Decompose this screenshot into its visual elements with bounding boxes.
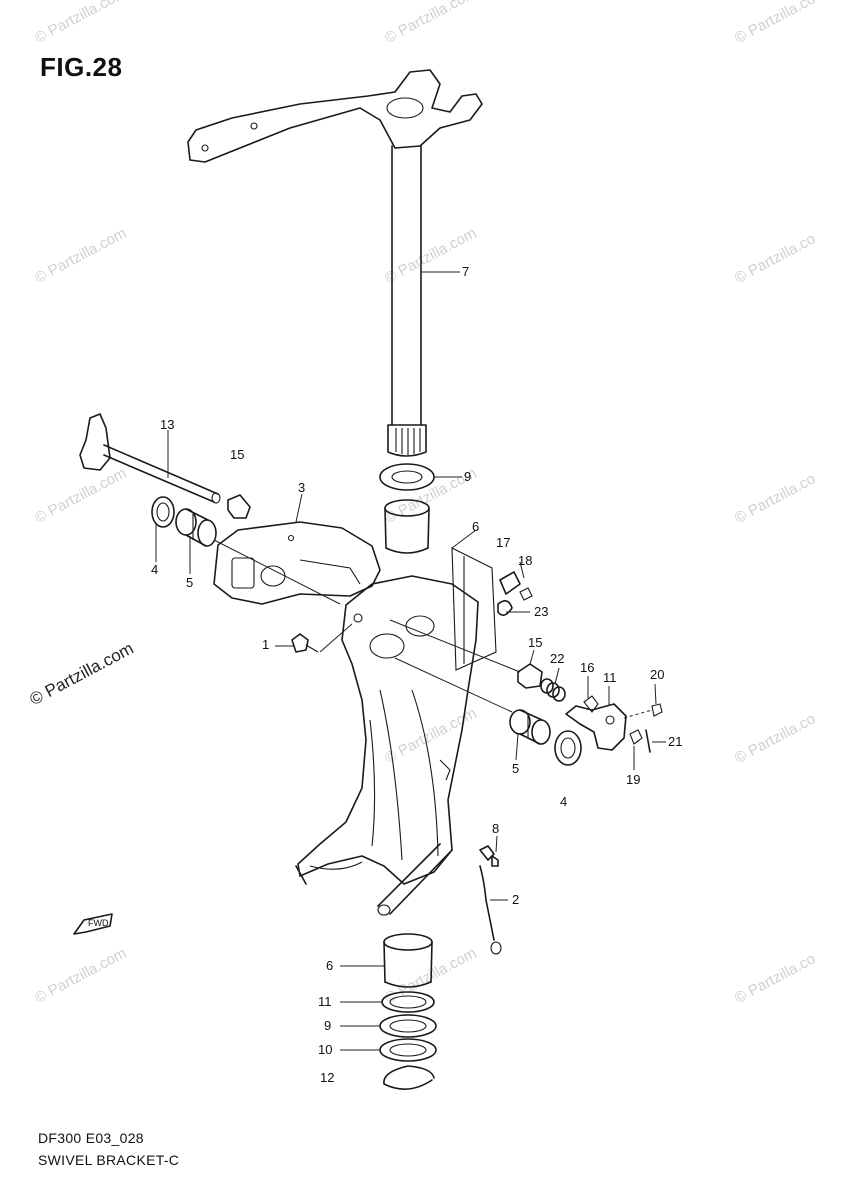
callout-4: 4 <box>151 562 159 577</box>
callout-12: 12 <box>320 1070 335 1085</box>
forward-arrow-label: FWD <box>88 918 109 928</box>
washer-9-part <box>379 1014 437 1038</box>
washer-bore <box>391 470 423 484</box>
callout-21: 21 <box>668 734 683 749</box>
callout-17: 17 <box>496 535 511 550</box>
spring-part <box>540 678 566 702</box>
ground-wire-part <box>479 845 502 955</box>
bushing-lower-right-part <box>509 709 551 745</box>
callout-15: 15 <box>528 635 543 650</box>
callout-15: 15 <box>230 447 245 462</box>
spacer-plate <box>451 547 497 671</box>
callout-4: 4 <box>560 794 568 809</box>
callout-9: 9 <box>464 469 472 484</box>
bushing-lower-part <box>383 933 433 988</box>
bushing-small-part <box>227 494 251 519</box>
clamp-bracket-part <box>213 521 381 605</box>
forward-arrow-icon: FWD <box>73 913 113 935</box>
circlip-part <box>383 1065 435 1090</box>
callout-11: 11 <box>318 994 332 1009</box>
bushing-right-part <box>517 663 543 689</box>
seal-left-part <box>151 496 175 528</box>
callout-6: 6 <box>472 519 480 534</box>
model-code: DF300 E03_028 <box>38 1130 144 1146</box>
bushing-left-part <box>175 508 217 547</box>
callout-5: 5 <box>512 761 520 776</box>
callout-7: 7 <box>462 264 470 279</box>
bushing-upper-part <box>384 499 430 554</box>
seal-right-part <box>554 730 582 766</box>
leader-lines <box>155 271 666 1051</box>
callout-8: 8 <box>492 821 500 836</box>
swivel-bracket-part <box>295 575 479 916</box>
callout-1: 1 <box>262 637 270 652</box>
steering-shaft-part <box>187 69 483 457</box>
callout-20: 20 <box>650 667 665 682</box>
callout-9: 9 <box>324 1018 332 1033</box>
washer-part <box>379 463 435 491</box>
section-name: SWIVEL BRACKET-C <box>38 1152 180 1168</box>
callout-11: 11 <box>603 670 617 685</box>
washer-11-bore <box>389 995 427 1009</box>
figure-title: FIG.28 <box>40 52 123 82</box>
callout-23: 23 <box>534 604 549 619</box>
tilt-lock-lever-part <box>565 695 663 753</box>
callout-2: 2 <box>512 892 520 907</box>
bolt-part <box>291 633 319 653</box>
tilt-pin-part <box>79 413 221 504</box>
callout-10: 10 <box>318 1042 333 1057</box>
callout-3: 3 <box>298 480 306 495</box>
alignment-lines <box>213 539 521 713</box>
callout-5: 5 <box>186 575 194 590</box>
seal-right-bore <box>560 737 576 759</box>
callout-22: 22 <box>550 651 565 666</box>
washer-10-part <box>379 1038 437 1062</box>
callout-19: 19 <box>626 772 641 787</box>
seal-left-bore <box>156 502 170 522</box>
tilt-plate-part <box>497 571 533 616</box>
callout-6: 6 <box>326 958 334 973</box>
callout-13: 13 <box>160 417 175 432</box>
washer-10-bore <box>389 1043 427 1057</box>
washer-9-bore <box>389 1019 427 1033</box>
callout-18: 18 <box>518 553 533 568</box>
callout-16: 16 <box>580 660 595 675</box>
